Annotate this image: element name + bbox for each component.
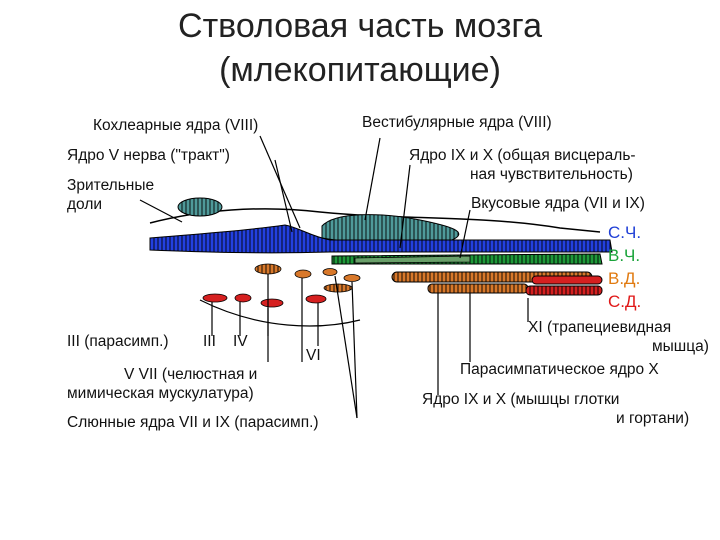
brainstem-outline-lower (199, 299, 361, 327)
nucleus-iv (260, 298, 284, 308)
label-taste-nuclei: Вкусовые ядра (VII и IX) (471, 195, 645, 212)
taste-nucleus (354, 255, 471, 264)
legend-visceral-sensory: В.Ч. (608, 246, 641, 265)
label-v-vii-1: V VII (челюстная и (124, 366, 258, 383)
label-ix-x-pharynx-1: Ядро IX и X (мышцы глотки (422, 391, 620, 408)
label-salivary-nuclei: Слюнные ядра VII и IX (парасимп.) (67, 414, 319, 431)
label-vestibular-nuclei: Вестибулярные ядра (VIII) (362, 114, 552, 131)
label-xi-2: мышца) (652, 338, 709, 355)
label-v-vii-2: мимическая мускулатура) (67, 385, 254, 402)
label-ix-x-visceral-1: Ядро IX и X (общая висцераль- (409, 147, 636, 164)
salivary-nucleus-2 (343, 274, 361, 282)
title-line-1: Стволовая часть мозга (178, 7, 542, 45)
legend-somatic-motor: С.Д. (608, 292, 642, 311)
label-iii: III (203, 333, 216, 350)
label-cochlear-nuclei: Кохлеарные ядра (VIII) (93, 117, 259, 134)
legend-visceral-motor: В.Д. (608, 269, 641, 288)
label-ix-x-visceral-2: ная чувствительность) (470, 166, 633, 183)
nucleus-iii (234, 293, 252, 303)
label-optic-lobes-2: доли (67, 196, 103, 213)
legend-somatic-sensory: С.Ч. (608, 223, 642, 242)
nucleus-vii (294, 269, 312, 279)
label-xi-1: XI (трапециевидная (528, 319, 672, 336)
label-optic-lobes-1: Зрительные (67, 177, 155, 194)
salivary-nucleus-1 (322, 268, 338, 276)
somatic-motor-band-1 (531, 275, 603, 285)
label-iii-parasymp: III (парасимп.) (67, 333, 169, 350)
nucleus-iii-parasymp (202, 293, 228, 303)
label-ix-x-pharynx-2: и гортани) (616, 410, 690, 427)
title-line-2: (млекопитающие) (219, 51, 501, 89)
label-parasymp-x: Парасимпатическое ядро X (460, 361, 659, 378)
nucleus-vi (305, 294, 327, 304)
label-trigeminal-tract: Ядро V нерва ("тракт") (67, 147, 230, 164)
label-vi: VI (306, 347, 321, 364)
label-iv: IV (233, 333, 248, 350)
